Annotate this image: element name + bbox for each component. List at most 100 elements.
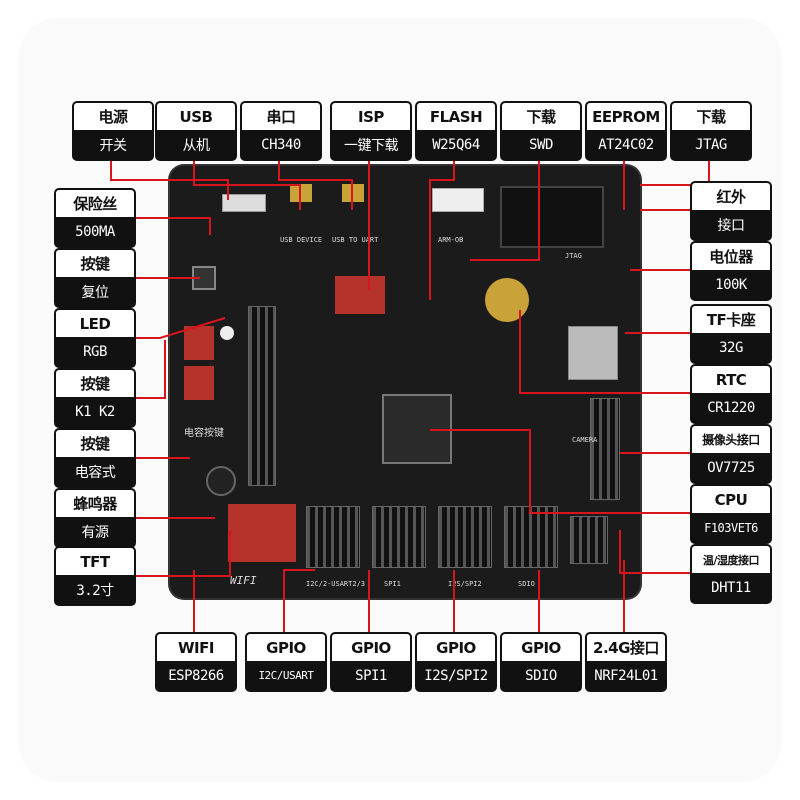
- silk-usb-device: USB DEVICE: [280, 236, 323, 244]
- label-value: RGB: [83, 343, 107, 360]
- label-title: LED: [56, 310, 134, 337]
- silk-wifi: WIFI: [230, 574, 257, 587]
- label-value: ESP8266: [168, 667, 224, 684]
- label-value: SPI1: [355, 667, 387, 684]
- label-serial: 串口 CH340: [240, 101, 322, 161]
- swd-header: [432, 188, 484, 212]
- label-title: 下载: [502, 103, 580, 130]
- label-title: 按键: [56, 430, 134, 457]
- label-title: ISP: [332, 103, 410, 130]
- label-title: CPU: [692, 486, 770, 513]
- label-value: F103VET6: [704, 520, 758, 535]
- label-usb: USB 从机: [155, 101, 237, 161]
- label-infrared: 红外接口: [690, 181, 772, 241]
- label-title: 下载: [672, 103, 750, 130]
- label-value: 复位: [81, 284, 110, 301]
- label-value: 32G: [719, 339, 743, 356]
- label-jtag: 下载 JTAG: [670, 101, 752, 161]
- silk-i2c: I2C/2-USART2/3: [306, 580, 366, 588]
- label-title: TFT: [56, 548, 134, 575]
- label-gpio-i2c: GPIO I2C/USART: [245, 632, 327, 692]
- rgb-led: [220, 326, 234, 340]
- label-title: 保险丝: [56, 190, 134, 217]
- label-title: 蜂鸣器: [56, 490, 134, 517]
- label-value: W25Q64: [432, 136, 480, 153]
- label-cpu: CPU F103VET6: [690, 484, 772, 544]
- label-nrf24: 2.4G接口 NRF24L01: [585, 632, 667, 692]
- label-title: 按键: [56, 250, 134, 277]
- label-value: 有源: [81, 524, 110, 541]
- i2s-spi2-header: [438, 506, 492, 568]
- k2-button: [184, 366, 214, 400]
- ch340-chip: [335, 276, 385, 314]
- label-value: I2S/SPI2: [424, 667, 488, 684]
- label-title: 按键: [56, 370, 134, 397]
- label-reset-key: 按键复位: [54, 248, 136, 308]
- label-title: GPIO: [247, 634, 325, 661]
- label-fuse: 保险丝 500MA: [54, 188, 136, 248]
- label-gpio-spi1: GPIO SPI1: [330, 632, 412, 692]
- label-buzzer: 蜂鸣器有源: [54, 488, 136, 548]
- nrf24-header: [570, 516, 608, 564]
- silk-camera: CAMERA: [572, 436, 598, 444]
- power-switch: [222, 194, 266, 212]
- silk-touch-key: 电容按键: [184, 428, 224, 439]
- label-swd: 下载 SWD: [500, 101, 582, 161]
- wifi-module: [228, 504, 296, 562]
- label-title: USB: [157, 103, 235, 130]
- label-value: 一键下载: [344, 137, 399, 154]
- label-value: 开关: [99, 137, 128, 154]
- label-title: 电位器: [692, 243, 770, 270]
- jtag-connector: [500, 186, 604, 248]
- spi1-header: [372, 506, 426, 568]
- label-isp: ISP 一键下载: [330, 101, 412, 161]
- label-title: GPIO: [332, 634, 410, 661]
- label-value: JTAG: [695, 136, 727, 153]
- label-touch-key: 按键电容式: [54, 428, 136, 488]
- silk-jtag: JTAG: [565, 252, 582, 260]
- label-tf-card: TF卡座 32G: [690, 304, 772, 364]
- camera-header: [590, 398, 620, 500]
- label-value: OV7725: [707, 459, 755, 476]
- label-title: 电源: [74, 103, 152, 130]
- silk-spi1: SPI1: [384, 580, 401, 588]
- label-value: 500MA: [75, 223, 115, 240]
- label-title: 摄像头接口: [692, 426, 770, 453]
- label-value: CH340: [261, 136, 301, 153]
- label-value: SDIO: [525, 667, 557, 684]
- label-value: 从机: [182, 137, 211, 154]
- i2c-usart-header: [306, 506, 360, 568]
- silk-usb-uart: USB TO UART: [332, 236, 379, 244]
- label-title: RTC: [692, 366, 770, 393]
- label-value: DHT11: [711, 579, 751, 596]
- silk-sdio: SDIO: [518, 580, 535, 588]
- label-value: I2C/USART: [258, 669, 314, 682]
- label-title: FLASH: [417, 103, 495, 130]
- label-title: WIFI: [157, 634, 235, 661]
- pcb-board: USB DEVICE USB TO UART ARM-OB JTAG 电容按键 …: [170, 166, 640, 598]
- label-title: 串口: [242, 103, 320, 130]
- label-value: AT24C02: [598, 136, 654, 153]
- label-title: 2.4G接口: [587, 634, 665, 661]
- label-value: 100K: [715, 276, 747, 293]
- tft-header: [248, 306, 276, 486]
- label-value: 电容式: [74, 464, 116, 481]
- label-flash: FLASH W25Q64: [415, 101, 497, 161]
- rtc-battery-holder: [485, 278, 529, 322]
- label-value: 接口: [717, 217, 746, 234]
- label-power-switch: 电源开关: [72, 101, 154, 161]
- label-value: NRF24L01: [594, 667, 658, 684]
- label-led: LED RGB: [54, 308, 136, 368]
- label-title: 红外: [692, 183, 770, 210]
- label-value: SWD: [529, 136, 553, 153]
- label-title: TF卡座: [692, 306, 770, 333]
- label-camera: 摄像头接口 OV7725: [690, 424, 772, 484]
